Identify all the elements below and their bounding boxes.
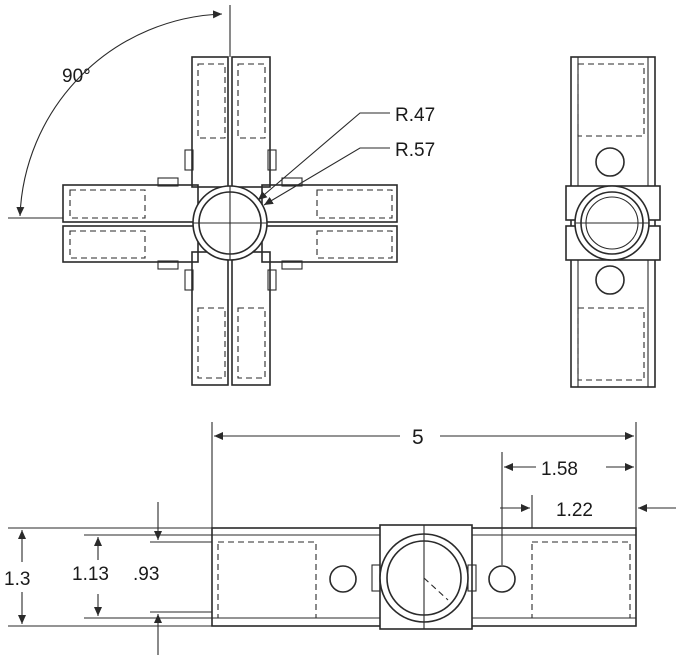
mid-height-label: 1.13 bbox=[72, 564, 109, 585]
arm-top bbox=[184, 56, 277, 188]
hole-offset-outer-label: 1.58 bbox=[541, 459, 578, 480]
hole-offset-inner-label: 1.22 bbox=[556, 500, 593, 521]
inner-height-label: .93 bbox=[133, 564, 159, 585]
dim-inner-height: .93 bbox=[133, 502, 212, 655]
arm-left bbox=[62, 177, 199, 270]
center-hub bbox=[192, 185, 268, 261]
front-view bbox=[211, 524, 637, 630]
angle-dimension: 90° bbox=[8, 10, 223, 219]
plan-view-cross: 90° R.47 R.57 bbox=[8, 5, 435, 386]
dim-mid-height: 1.13 bbox=[72, 534, 212, 619]
angle-label: 90° bbox=[62, 66, 91, 87]
dim-hole-offset-inner: 1.22 bbox=[500, 495, 676, 528]
arm-bottom bbox=[184, 251, 277, 386]
arm-right bbox=[261, 177, 398, 270]
overall-length-label: 5 bbox=[412, 426, 424, 449]
radius-leaders: R.47 R.57 bbox=[257, 105, 435, 206]
radius-outer-label: R.57 bbox=[395, 140, 435, 161]
radius-inner-label: R.47 bbox=[395, 105, 435, 126]
overall-height-label: 1.3 bbox=[4, 569, 30, 590]
side-view bbox=[565, 56, 661, 388]
dim-overall-height: 1.3 bbox=[4, 527, 212, 627]
dim-overall-length: 5 bbox=[211, 422, 637, 528]
